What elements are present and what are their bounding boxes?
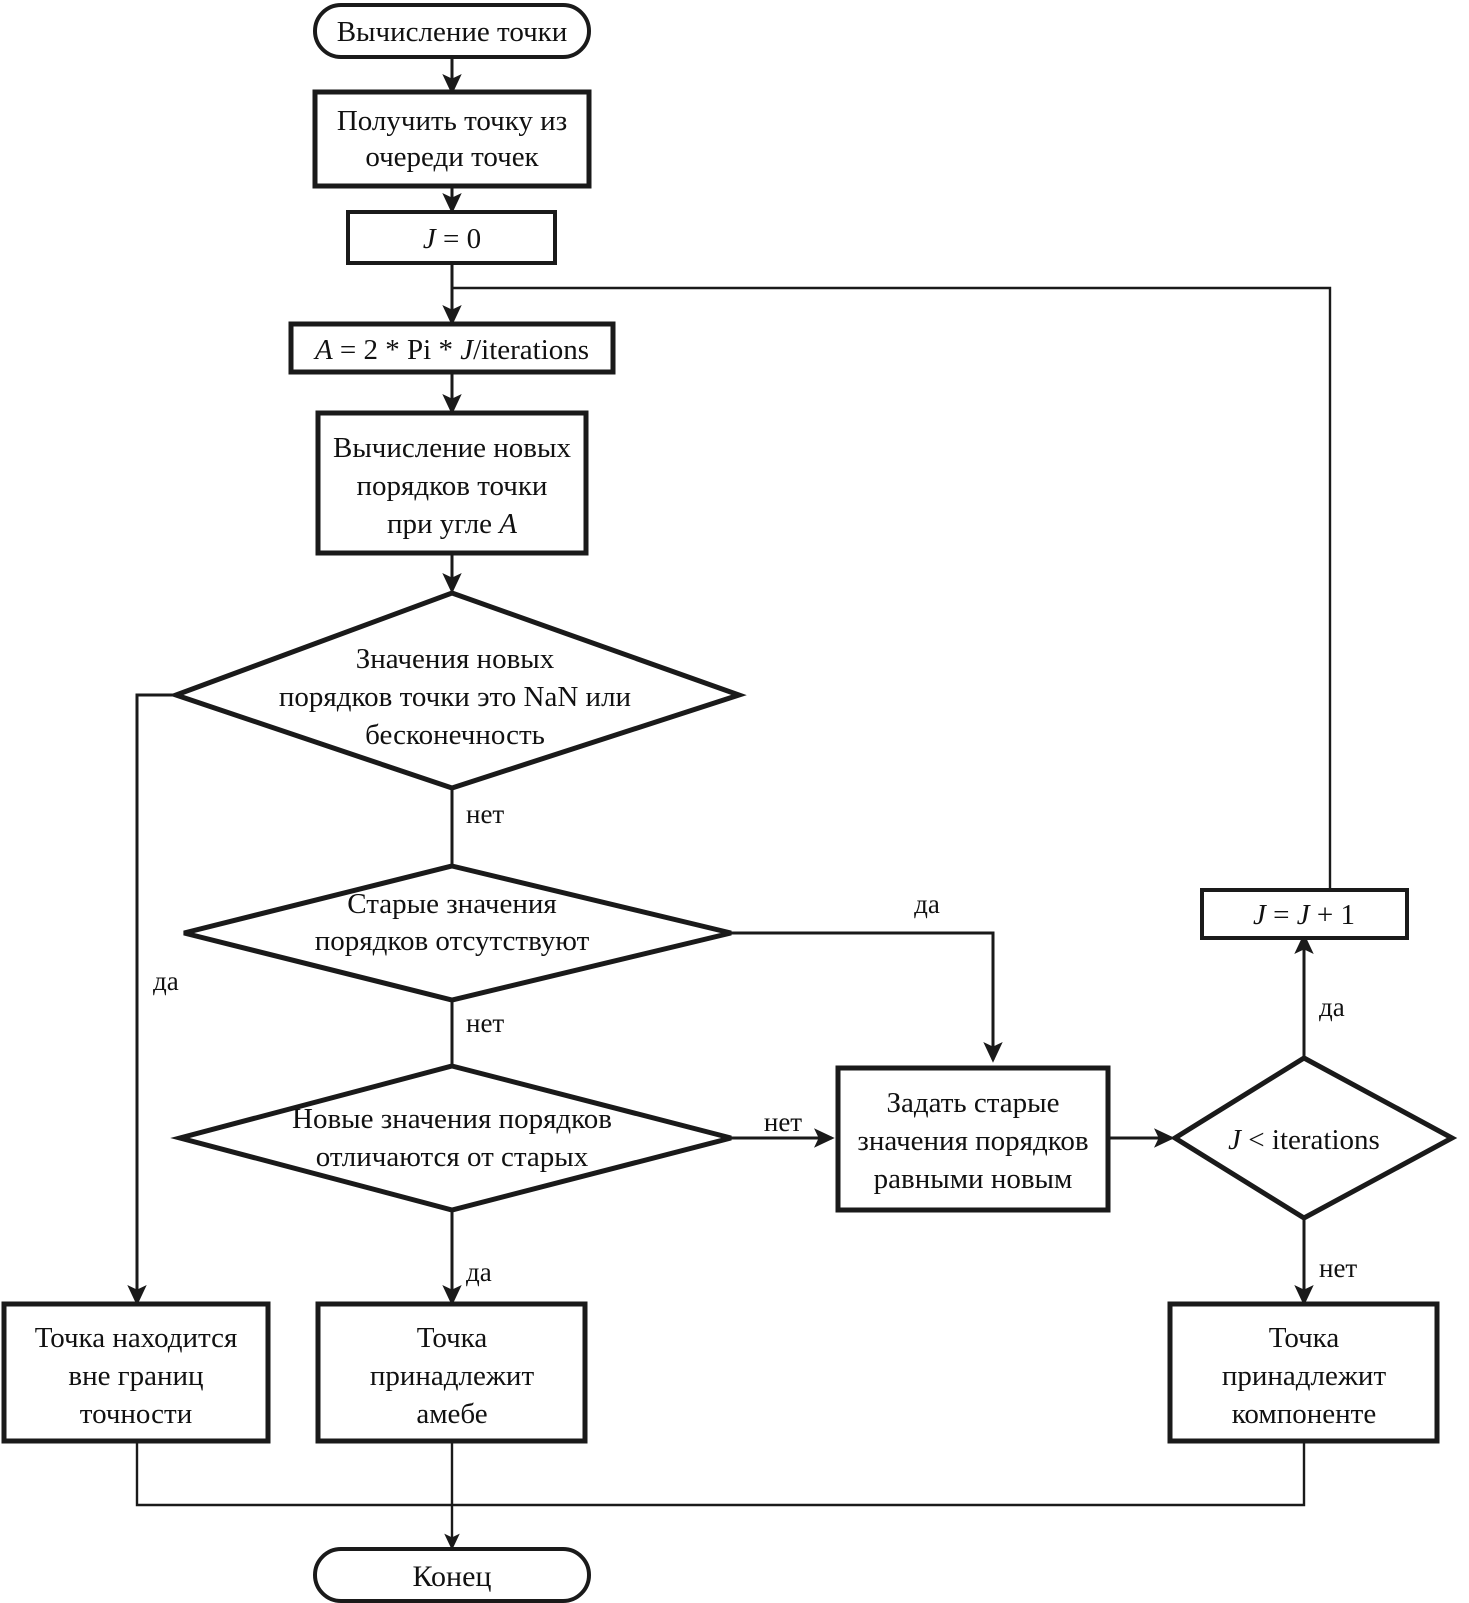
node-set-old[interactable]: Задать старые значения порядков равными … — [835, 1065, 1111, 1213]
node-belongs-amoeba-line3: амебе — [416, 1398, 487, 1430]
node-belongs-component[interactable]: Точка принадлежит компоненте — [1167, 1301, 1440, 1444]
node-angle-var-a: A — [313, 334, 333, 366]
edge-oldmissing-yes — [728, 931, 1003, 1063]
node-out-of-precision-line2: вне границ — [68, 1360, 203, 1392]
node-angle-label: A = 2 * Pi * J/iterations — [313, 334, 589, 366]
edge-checknan-yes — [127, 693, 176, 1306]
node-j-increment-label: J = J + 1 — [1253, 899, 1355, 931]
node-compute-orders-line1: Вычисление новых — [333, 432, 572, 464]
node-end-label: Конец — [413, 1560, 492, 1593]
node-j-increment[interactable]: J = J + 1 — [1200, 888, 1409, 940]
node-check-iter-rest: < iterations — [1241, 1124, 1380, 1156]
node-belongs-amoeba[interactable]: Точка принадлежит амебе — [315, 1301, 588, 1444]
node-compute-orders-line3: при угле A — [387, 508, 517, 540]
node-belongs-amoeba-line1: Точка — [417, 1322, 488, 1354]
node-compute-orders-line3-pre: при угле — [387, 508, 499, 540]
node-out-of-precision-line3: точности — [80, 1398, 192, 1430]
node-check-old-missing[interactable]: Старые значения порядков отсутствуют — [183, 863, 732, 1003]
node-set-old-line3: равными новым — [874, 1163, 1073, 1195]
node-j-init-label: J = 0 — [423, 223, 481, 255]
node-out-of-precision-line1: Точка находится — [35, 1322, 238, 1354]
node-j-init-var: J — [423, 223, 437, 255]
node-check-differ[interactable]: Новые значения порядков отличаются от ст… — [170, 1063, 732, 1213]
edge-jincrement-loopback — [452, 286, 1332, 889]
node-j-increment-eq: = — [1266, 899, 1297, 931]
node-belongs-component-line2: принадлежит — [1222, 1360, 1387, 1392]
edge-label-differ-no: нет — [764, 1107, 802, 1137]
node-get-point-line2: очереди точек — [365, 141, 539, 173]
edge-label-nan-yes: да — [153, 966, 179, 996]
node-j-increment-var2: J — [1297, 899, 1311, 931]
edge-label-iter-yes: да — [1319, 992, 1345, 1022]
node-compute-orders-line3-var: A — [497, 508, 517, 540]
node-angle[interactable]: A = 2 * Pi * J/iterations — [288, 321, 616, 375]
node-get-point[interactable]: Получить точку из очереди точек — [312, 89, 592, 189]
node-check-old-missing-line1: Старые значения — [347, 888, 557, 920]
node-j-increment-plus: + 1 — [1310, 899, 1355, 931]
edge-label-layer: да нет да нет нет да да нет — [153, 799, 1357, 1287]
node-set-old-line1: Задать старые — [886, 1087, 1059, 1119]
node-end[interactable]: Конец — [313, 1547, 591, 1603]
node-check-old-missing-line2: порядков отсутствуют — [315, 925, 590, 957]
node-out-of-precision[interactable]: Точка находится вне границ точности — [1, 1301, 271, 1444]
node-compute-orders[interactable]: Вычисление новых порядков точки при угле… — [315, 410, 589, 556]
node-belongs-component-line3: компоненте — [1232, 1398, 1376, 1430]
node-get-point-line1: Получить точку из — [337, 105, 567, 137]
node-check-nan-line1: Значения новых — [356, 643, 555, 675]
node-j-increment-var1: J — [1253, 899, 1267, 931]
node-compute-orders-line2: порядков точки — [357, 470, 548, 502]
edge-label-nan-no: нет — [466, 799, 504, 829]
node-angle-mid: = 2 * Pi * — [333, 334, 461, 366]
node-check-nan[interactable]: Значения новых порядков точки это NaN ил… — [168, 590, 747, 791]
node-belongs-amoeba-line2: принадлежит — [370, 1360, 535, 1392]
node-angle-tail: /iterations — [473, 334, 589, 366]
edge-label-differ-yes: да — [466, 1257, 492, 1287]
edge-terminals-merge — [135, 1441, 1306, 1507]
node-j-init[interactable]: J = 0 — [346, 210, 557, 265]
node-belongs-component-line1: Точка — [1269, 1322, 1340, 1354]
node-check-iter-var: J — [1228, 1124, 1242, 1156]
node-check-nan-line3: бесконечность — [365, 719, 545, 751]
node-check-differ-line2: отличаются от старых — [316, 1141, 589, 1173]
node-set-old-line2: значения порядков — [857, 1125, 1088, 1157]
node-check-iter-label: J < iterations — [1228, 1124, 1380, 1156]
edge-label-iter-no: нет — [1319, 1253, 1357, 1283]
edge-label-oldmissing-no: нет — [466, 1008, 504, 1038]
node-check-nan-line2: порядков точки это NaN или — [279, 681, 631, 713]
edge-label-oldmissing-yes: да — [914, 889, 940, 919]
connector-layer — [127, 57, 1332, 1551]
node-start[interactable]: Вычисление точки — [313, 3, 591, 59]
node-j-init-rest: = 0 — [436, 223, 481, 255]
node-check-iter[interactable]: J < iterations — [1170, 1055, 1458, 1221]
node-angle-var-j: J — [460, 334, 474, 366]
node-check-differ-line1: Новые значения порядков — [292, 1103, 612, 1135]
node-start-label: Вычисление точки — [337, 16, 568, 48]
